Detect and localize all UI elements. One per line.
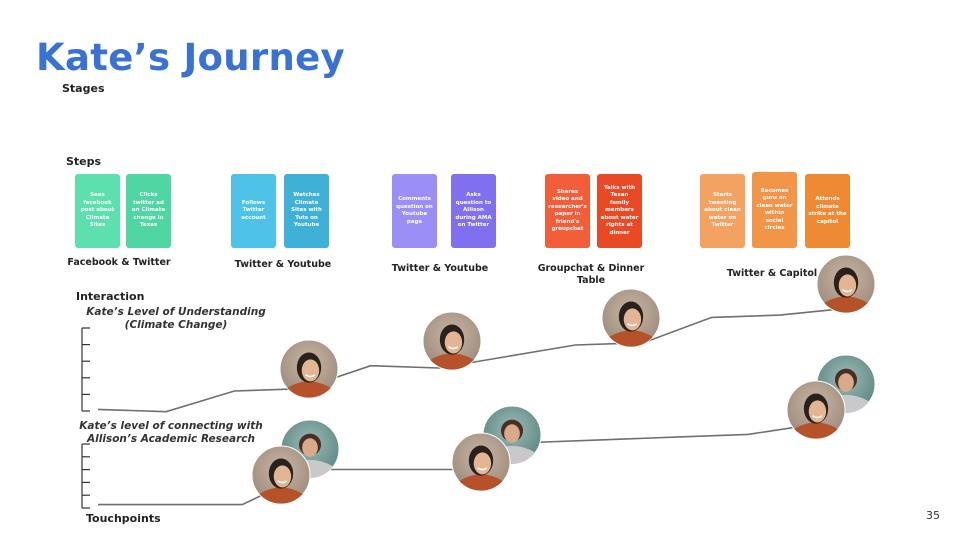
avatar-face (838, 373, 854, 392)
connecting-axis-title: Kate’s level of connecting with Allison’… (76, 420, 266, 446)
channel-label: Facebook & Twitter (67, 257, 171, 268)
channel-label: Groupchat & Dinner Table (537, 263, 645, 286)
avatar-face (623, 308, 642, 331)
stage-loyalty: Loyalty (700, 98, 868, 144)
avatar-smile (277, 480, 288, 484)
channel-label: Twitter & Capitol (726, 268, 818, 279)
avatar-face (301, 359, 320, 382)
understanding-axis-title: Kate’s Level of Understanding (Climate C… (76, 306, 276, 332)
stage-label: Integration (556, 115, 639, 131)
kate-avatar (816, 254, 876, 314)
avatar-shirt (794, 422, 838, 439)
step-card: Becomes guru on clean water within socia… (752, 172, 797, 248)
step-card: Comments question on Youtube page (392, 174, 437, 248)
step-card: Shares video and researcher's paper in f… (545, 174, 590, 248)
steps-label: Steps (66, 155, 102, 168)
stage-label: Participation (389, 115, 484, 131)
avatar-smile (305, 374, 316, 378)
avatar-shirt (287, 381, 331, 398)
step-card: Asks question to Allison during AMA on T… (451, 174, 496, 248)
avatar-shirt (259, 487, 303, 504)
page-title: Kate’s Journey (36, 36, 345, 79)
avatar-smile (627, 323, 638, 327)
channel-label: Twitter & Youtube (391, 263, 489, 274)
stage-label: Loyalty (747, 113, 801, 129)
step-card: Watches Climate Sites with Tuts on Youtu… (284, 174, 329, 248)
page-number: 35 (926, 509, 940, 522)
step-card: Follows Twitter account (231, 174, 276, 248)
avatar-face (444, 331, 463, 354)
channel-label: Twitter & Youtube (234, 259, 332, 270)
stage-integration: Integration (530, 99, 685, 147)
step-card: Starts tweeting about clean water on Twi… (700, 174, 745, 248)
axis-title-line: Kate’s level of connecting with (79, 420, 263, 432)
kate-avatar (251, 445, 311, 505)
avatar-face (838, 274, 857, 297)
axis-title-line: (Climate Change) (124, 319, 228, 331)
avatar-smile (842, 289, 853, 293)
avatar-face (504, 424, 520, 443)
interaction-label: Interaction (76, 290, 145, 303)
avatar-shirt (459, 474, 503, 491)
step-card: Attends climate strike at the capitol (805, 174, 850, 248)
kate-avatar (601, 288, 661, 348)
kate-avatar (422, 311, 482, 371)
avatar-smile (812, 415, 823, 419)
stage-engagement: Engagement (215, 99, 367, 147)
avatar-smile (448, 346, 459, 350)
avatar-face (473, 452, 492, 475)
avatar-face (302, 438, 318, 457)
avatar-smile (477, 467, 488, 471)
stage-label: Engagement (235, 115, 327, 131)
touchpoints-label: Touchpoints (86, 512, 161, 525)
avatar-face (808, 400, 827, 423)
understanding-line (97, 307, 849, 413)
step-card: Talks with Texan family members about wa… (597, 174, 642, 248)
stage-participation: Participation (370, 99, 523, 147)
avatar-shirt (430, 353, 474, 370)
stage-awareness: Awareness (61, 99, 207, 147)
kate-avatar (786, 380, 846, 440)
step-card: Clicks twitter ad on Climate change in T… (126, 174, 171, 248)
axis-title-line: Allison’s Academic Research (87, 433, 255, 445)
avatar-shirt (609, 330, 653, 347)
avatar-face (273, 465, 292, 488)
avatar-shirt (824, 296, 868, 313)
kate-avatar (279, 339, 339, 399)
step-card: Sees facebook post about Climate Sites (75, 174, 120, 248)
stage-label: Awareness (84, 115, 164, 131)
axis-title-line: Kate’s Level of Understanding (86, 306, 266, 318)
stages-label: Stages (62, 82, 105, 95)
kate-avatar (451, 432, 511, 492)
